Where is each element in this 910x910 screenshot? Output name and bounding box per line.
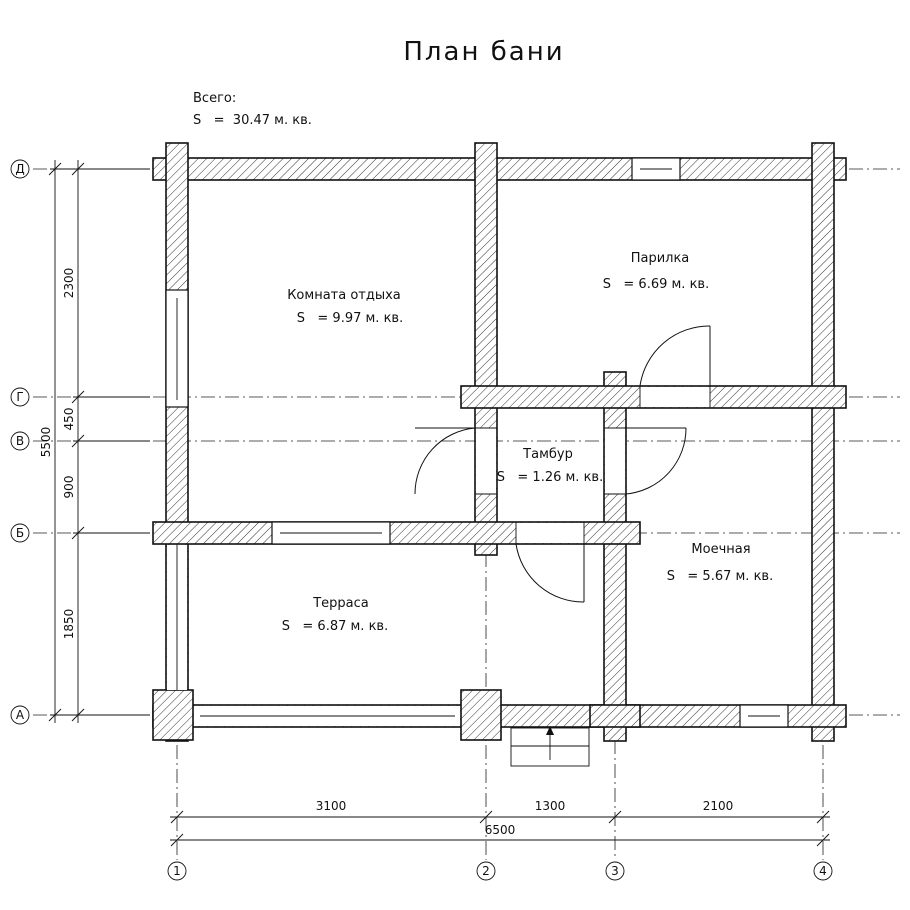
axis-letter: В: [16, 434, 24, 448]
dim-vertical: 1850: [62, 609, 76, 640]
axis-markers-letters: Д Г В Б А: [10, 159, 30, 725]
axis-letter: Д: [15, 162, 24, 176]
axis-letter: Б: [16, 526, 24, 540]
total-label: Всего:: [193, 91, 236, 106]
horizontal-dimensions: 3100 1300 2100 6500: [170, 799, 830, 847]
vertical-dimensions: 5500 2300 450 900 1850: [39, 160, 150, 723]
room-area: S = 1.26 м. кв.: [497, 470, 603, 485]
room-name: Тамбур: [522, 447, 573, 462]
room-name: Комната отдыха: [287, 288, 401, 303]
dim-horizontal: 3100: [316, 799, 347, 813]
horizontal-axis-lines: [33, 168, 900, 716]
total-area: S = 30.47 м. кв.: [193, 113, 312, 128]
entrance-steps: [510, 726, 590, 767]
axis-letter: А: [16, 708, 25, 722]
axis-markers-numbers: 1 2 3 4: [167, 861, 833, 881]
room-name: Терраса: [312, 596, 369, 611]
plan-title: План бани: [403, 37, 564, 67]
axis-number: 2: [482, 864, 490, 878]
dim-horizontal: 1300: [535, 799, 566, 813]
room-area: S = 9.97 м. кв.: [297, 311, 403, 326]
door-swings: [414, 325, 711, 603]
room-labels: Комната отдыха S = 9.97 м. кв. Парилка S…: [282, 251, 773, 634]
door-openings: [165, 386, 711, 728]
dim-horizontal: 2100: [703, 799, 734, 813]
axis-letter: Г: [16, 390, 23, 404]
dim-vertical-total: 5500: [39, 427, 53, 458]
dim-vertical: 900: [62, 476, 76, 499]
axis-number: 1: [173, 864, 181, 878]
axis-number: 4: [819, 864, 827, 878]
room-name: Моечная: [691, 542, 750, 557]
room-area: S = 6.87 м. кв.: [282, 619, 388, 634]
windows: [165, 157, 789, 728]
walls: [152, 142, 847, 742]
room-name: Парилка: [631, 251, 690, 266]
dim-vertical: 2300: [62, 268, 76, 299]
dim-horizontal-total: 6500: [485, 823, 516, 837]
room-area: S = 5.67 м. кв.: [667, 569, 773, 584]
dim-vertical: 450: [62, 408, 76, 431]
axis-number: 3: [611, 864, 619, 878]
vertical-axis-lines: [176, 145, 824, 860]
room-area: S = 6.69 м. кв.: [603, 277, 709, 292]
